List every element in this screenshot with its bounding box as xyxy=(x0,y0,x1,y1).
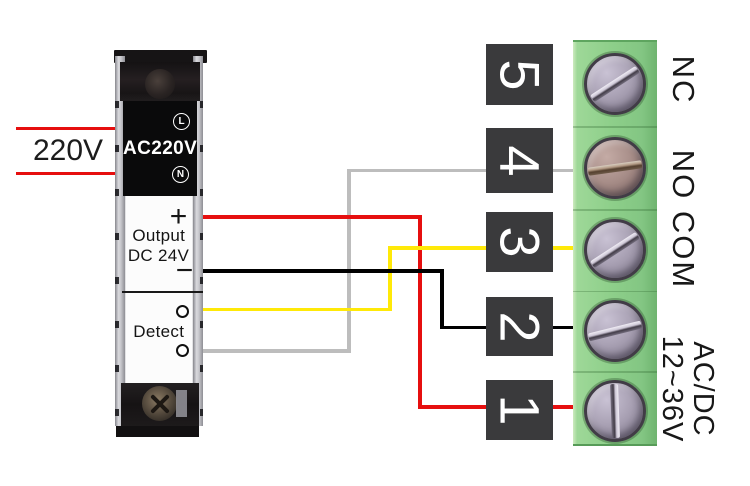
psu-top-screw xyxy=(145,69,175,99)
wire-detect-yellow-vertical xyxy=(388,246,392,311)
wire-detect-yellow-to-terminal-3 xyxy=(388,246,574,250)
psu-section-divider xyxy=(122,290,203,293)
wire-detect-gray-vertical xyxy=(347,168,351,353)
terminal-seam xyxy=(573,290,657,292)
terminal-function-com: COM xyxy=(666,210,701,290)
supply-rating-label: AC/DC 12~36V xyxy=(656,335,719,443)
terminal-screw-2 xyxy=(584,300,646,362)
terminal-function-no: NO xyxy=(666,149,701,201)
dc-minus-terminal: − xyxy=(175,254,194,287)
terminal-tag-4: 4 xyxy=(486,128,553,193)
terminal-screw-3 xyxy=(584,219,646,281)
terminal-number-4: 4 xyxy=(488,144,552,177)
ac-voltage-label: 220V xyxy=(32,134,104,167)
terminal-seam xyxy=(573,126,657,128)
terminal-seam xyxy=(573,371,657,373)
terminal-tag-1: 1 xyxy=(486,380,553,440)
screw-slot xyxy=(587,320,643,342)
terminal-number-2: 2 xyxy=(488,310,552,343)
wire-detect-gray-from-module xyxy=(203,349,351,353)
wire-dc-plus-from-module xyxy=(203,215,422,219)
psu-right-rail xyxy=(192,56,203,426)
screw-slot xyxy=(590,231,640,269)
terminal-seam xyxy=(573,209,657,211)
output-voltage: DC 24V xyxy=(127,246,190,265)
detect-terminal-dot-top xyxy=(176,305,189,318)
neutral-terminal-icon: N xyxy=(172,166,189,183)
psu-rating-text: AC220V xyxy=(123,138,198,159)
wire-dc-minus-from-module xyxy=(203,269,444,273)
wire-dc-minus-vertical xyxy=(440,269,444,330)
supply-rating-line2: 12~36V xyxy=(656,335,688,443)
terminal-number-5: 5 xyxy=(488,58,552,91)
terminal-function-nc: NC xyxy=(666,55,701,105)
terminal-tag-3: 3 xyxy=(486,212,553,272)
psu-bottom-clip xyxy=(176,390,187,417)
terminal-screw-5 xyxy=(584,53,646,115)
wire-detect-yellow-from-module xyxy=(203,307,392,312)
terminal-block xyxy=(573,40,657,446)
terminal-tag-2: 2 xyxy=(486,297,553,356)
ac-input-wire-bottom xyxy=(16,171,120,176)
screw-slot xyxy=(590,65,640,103)
wire-detect-gray-to-terminal-4 xyxy=(347,168,574,173)
psu-bottom-bar xyxy=(116,426,199,437)
screw-slot xyxy=(587,160,643,176)
terminal-number-3: 3 xyxy=(488,226,552,258)
detect-label: Detect xyxy=(133,322,185,341)
psu-bottom-screw xyxy=(142,386,177,421)
output-word: Output xyxy=(132,226,186,245)
supply-rating-line1: AC/DC xyxy=(687,341,719,437)
psu-rating-label: L AC220V N xyxy=(123,101,197,196)
psu-top-edge xyxy=(113,50,207,63)
terminal-screw-1 xyxy=(584,380,646,442)
terminal-number-1: 1 xyxy=(488,394,552,426)
detect-terminal-dot-bottom xyxy=(176,344,189,357)
ac-input-wire-top xyxy=(16,126,120,130)
terminal-tag-5: 5 xyxy=(486,44,553,105)
live-terminal-icon: L xyxy=(173,113,190,130)
screw-slot xyxy=(610,383,620,439)
terminal-screw-4 xyxy=(584,137,646,199)
wire-dc-plus-vertical xyxy=(418,215,422,409)
psu-left-rail xyxy=(115,56,125,426)
dc-plus-terminal: + xyxy=(169,200,188,233)
